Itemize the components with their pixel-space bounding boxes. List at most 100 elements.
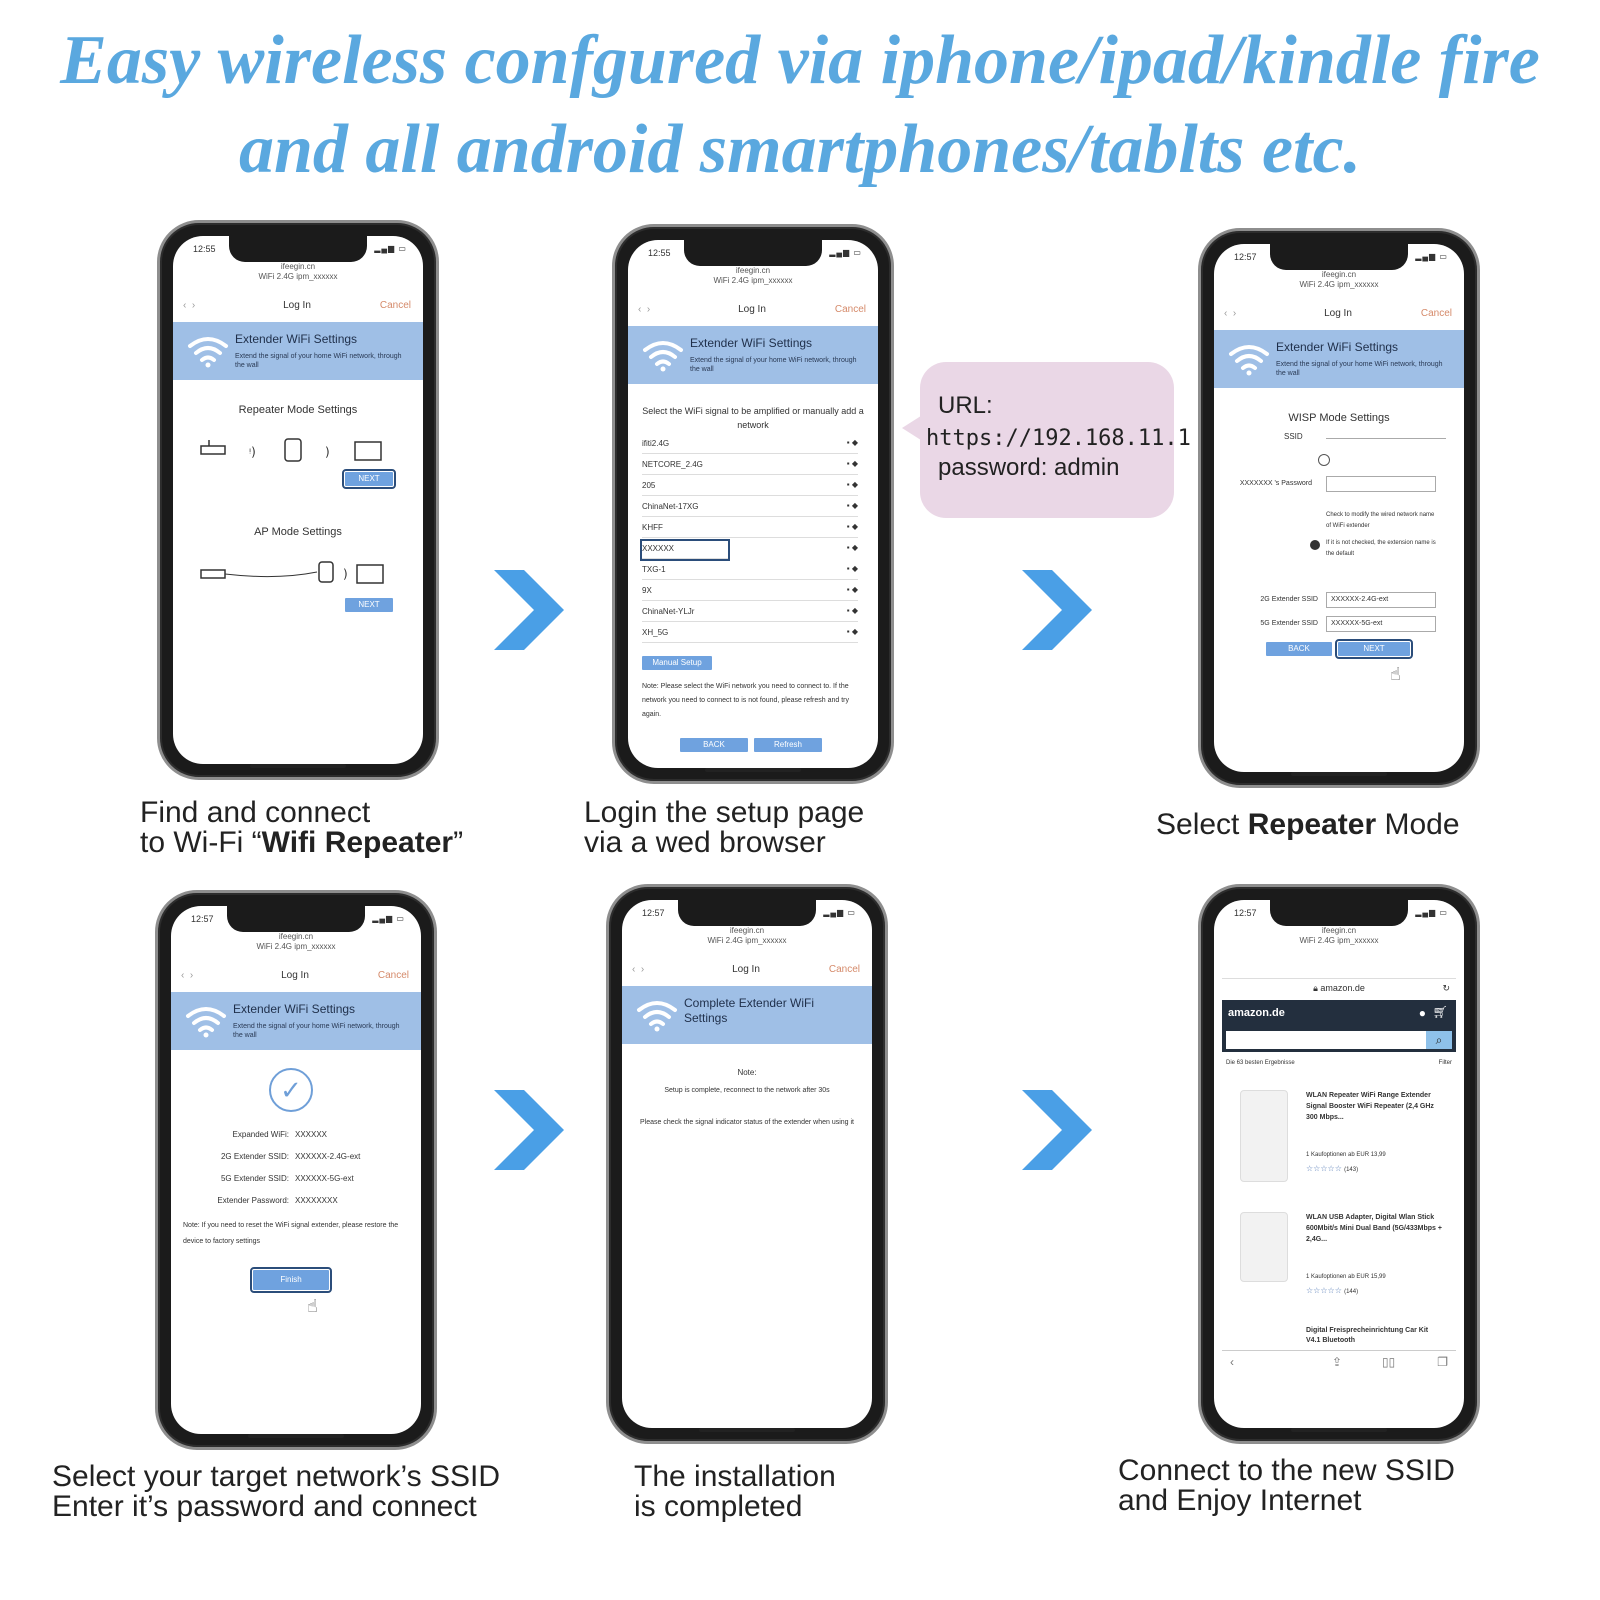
settings-banner: Extender WiFi Settings Extend the signal… bbox=[628, 326, 878, 384]
network-row[interactable]: ifiti2.4G▪ ◆ bbox=[642, 436, 858, 454]
bookmarks-icon[interactable]: ▯▯ bbox=[1382, 1355, 1396, 1369]
results-label: Die 63 besten Ergebnisse bbox=[1226, 1060, 1295, 1066]
wifi-icon bbox=[637, 1001, 677, 1032]
network-row[interactable]: ChinaNet-17XG▪ ◆ bbox=[642, 499, 858, 517]
back-forward-icon[interactable]: ‹ › bbox=[181, 970, 194, 981]
password-field[interactable] bbox=[1326, 476, 1436, 492]
network-row[interactable]: XXXXXX▪ ◆ bbox=[640, 539, 858, 561]
cancel-link[interactable]: Cancel bbox=[828, 964, 860, 975]
ssid-radio[interactable] bbox=[1318, 454, 1330, 466]
product-title-2[interactable]: WLAN USB Adapter, Digital Wlan Stick 600… bbox=[1306, 1214, 1442, 1243]
product-image-repeater[interactable] bbox=[1240, 1090, 1288, 1182]
network-name: XXXXXX bbox=[642, 544, 675, 553]
product-image-usb[interactable] bbox=[1240, 1212, 1288, 1282]
status-bar: 12:57 ▂▄▆ ▭ bbox=[642, 906, 856, 920]
network-row[interactable]: NETCORE_2.4G▪ ◆ bbox=[642, 457, 858, 475]
amazon-logo[interactable]: amazon.de bbox=[1228, 1007, 1285, 1019]
back-forward-icon[interactable]: ‹ › bbox=[638, 304, 651, 315]
banner-subtitle: Extend the signal of your home WiFi netw… bbox=[235, 353, 402, 369]
default-name-radio[interactable] bbox=[1310, 540, 1320, 550]
network-row[interactable]: TXG-1▪ ◆ bbox=[642, 562, 858, 580]
admin-password: password: admin bbox=[938, 454, 1120, 481]
url-label: URL: bbox=[938, 392, 993, 419]
network-name: 205 bbox=[642, 481, 656, 490]
banner-subtitle: Extend the signal of your home WiFi netw… bbox=[690, 357, 857, 373]
network-row[interactable]: 205▪ ◆ bbox=[642, 478, 858, 496]
home-indicator bbox=[1291, 1428, 1387, 1432]
phone-screen: 12:57 ▂▄▆ ▭ ifeegin.cn WiFi 2.4G ipm_xxx… bbox=[1214, 900, 1464, 1428]
manual-setup-button[interactable]: Manual Setup bbox=[642, 656, 712, 670]
cart-icon[interactable]: 🛒︎ bbox=[1432, 1005, 1448, 1019]
browser-domain: ifeegin.cn bbox=[1321, 270, 1357, 279]
phone-step-2: 12:55 ▂▄▆ ▭ ifeegin.cn WiFi 2.4G ipm_xxx… bbox=[612, 224, 894, 784]
expanded-wifi-value: XXXXXX bbox=[295, 1130, 328, 1139]
address-bar[interactable]: 🔒︎ amazon.de ↻ bbox=[1222, 978, 1456, 996]
back-button[interactable]: BACK bbox=[1266, 642, 1332, 656]
caption-step-6-line-1: Connect to the new SSID bbox=[1118, 1454, 1455, 1487]
network-row[interactable]: 9X▪ ◆ bbox=[642, 583, 858, 601]
repeater-next-button[interactable]: NEXT bbox=[342, 469, 396, 489]
browser-address: ifeegin.cn WiFi 2.4G ipm_xxxxxx bbox=[1214, 270, 1464, 290]
repeater-diagram-icon: ᵎ) ) bbox=[200, 438, 382, 462]
banner-title: Extender WiFi Settings bbox=[233, 1002, 356, 1016]
wifi-icon bbox=[188, 337, 228, 368]
product-price-1: 1 Kaufoptionen ab EUR 13,99 bbox=[1306, 1152, 1386, 1158]
signal-battery-icon: ▂▄▆ ▭ bbox=[829, 248, 862, 257]
phone-notch bbox=[229, 236, 367, 262]
browser-address: ifeegin.cn WiFi 2.4G ipm_xxxxxx bbox=[622, 926, 872, 946]
back-forward-icon[interactable]: ‹ › bbox=[183, 300, 196, 311]
back-button[interactable]: BACK bbox=[680, 738, 748, 752]
product-rating-2: ☆☆☆☆☆ (144) bbox=[1306, 1286, 1359, 1295]
network-name: TXG-1 bbox=[642, 565, 666, 574]
refresh-button[interactable]: Refresh bbox=[754, 738, 822, 752]
lock-wifi-icon: ▪ ◆ bbox=[846, 585, 858, 594]
network-name: ifiti2.4G bbox=[642, 439, 670, 448]
lock-wifi-icon: ▪ ◆ bbox=[846, 627, 858, 636]
caption-step-2-line-2: via a wed browser bbox=[584, 826, 826, 859]
search-input[interactable] bbox=[1226, 1031, 1426, 1049]
network-row[interactable]: XH_5G▪ ◆ bbox=[642, 625, 858, 643]
back-forward-icon[interactable]: ‹ › bbox=[1224, 308, 1237, 319]
share-icon[interactable]: ⇪ bbox=[1332, 1355, 1343, 1369]
filter-link[interactable]: Filter bbox=[1438, 1060, 1452, 1066]
ap-next-button[interactable]: NEXT bbox=[345, 598, 393, 612]
login-title: Log In bbox=[738, 304, 766, 315]
phone-notch bbox=[1270, 244, 1408, 270]
product-title-1[interactable]: WLAN Repeater WiFi Range Extender Signal… bbox=[1306, 1092, 1434, 1121]
cancel-link[interactable]: Cancel bbox=[834, 304, 866, 315]
status-bar: 12:57 ▂▄▆ ▭ bbox=[1234, 250, 1448, 264]
ssid-5-field[interactable]: XXXXXX-5G-ext bbox=[1326, 616, 1436, 632]
status-time: 12:57 bbox=[191, 914, 214, 924]
settings-banner: Extender WiFi Settings Extend the signal… bbox=[1214, 330, 1464, 388]
status-time: 12:57 bbox=[642, 908, 665, 918]
ssid-5-label: 5G Extender SSID bbox=[1260, 620, 1318, 627]
caption-step-4-line-2: Enter it’s password and connect bbox=[52, 1490, 477, 1523]
next-button[interactable]: NEXT bbox=[1335, 639, 1413, 659]
url-info-bubble: URL: https://192.168.11.1 password: admi… bbox=[902, 362, 1191, 518]
search-icon[interactable]: ⌕ bbox=[1426, 1031, 1452, 1049]
account-icon[interactable]: ● bbox=[1418, 1006, 1426, 1020]
expanded-wifi-label: Expanded WiFi: bbox=[232, 1130, 289, 1139]
toolbar-back-icon[interactable]: ‹ bbox=[1230, 1355, 1234, 1369]
network-row[interactable]: ChinaNet-YLJr▪ ◆ bbox=[642, 604, 858, 622]
browser-nav: ‹ › Log In Cancel bbox=[632, 964, 860, 978]
signal-battery-icon: ▂▄▆ ▭ bbox=[372, 914, 405, 923]
browser-nav: ‹ › Log In Cancel bbox=[183, 300, 411, 314]
back-forward-icon[interactable]: ‹ › bbox=[632, 964, 645, 975]
cancel-link[interactable]: Cancel bbox=[1420, 308, 1452, 319]
reload-icon[interactable]: ↻ bbox=[1442, 983, 1450, 993]
tabs-icon[interactable]: ❐ bbox=[1437, 1355, 1448, 1369]
product-reviews-1: (143) bbox=[1344, 1167, 1359, 1173]
cancel-link[interactable]: Cancel bbox=[377, 970, 409, 981]
finish-button[interactable]: Finish bbox=[250, 1267, 332, 1293]
browser-address: ifeegin.cn WiFi 2.4G ipm_xxxxxx bbox=[171, 932, 421, 952]
browser-address: ifeegin.cn WiFi 2.4G ipm_xxxxxx bbox=[173, 262, 423, 282]
browser-domain: ifeegin.cn bbox=[729, 926, 765, 935]
status-bar: 12:57 ▂▄▆ ▭ bbox=[191, 912, 405, 926]
banner-title: Extender WiFi Settings bbox=[235, 332, 358, 346]
complete-note-2: Please check the signal indicator status… bbox=[639, 1119, 855, 1126]
ssid-24-field[interactable]: XXXXXX-2.4G-ext bbox=[1326, 592, 1436, 608]
cancel-link[interactable]: Cancel bbox=[379, 300, 411, 311]
product-title-3[interactable]: Digital Freisprecheinrichtung Car Kit V4… bbox=[1306, 1327, 1429, 1344]
network-row[interactable]: KHFF▪ ◆ bbox=[642, 520, 858, 538]
